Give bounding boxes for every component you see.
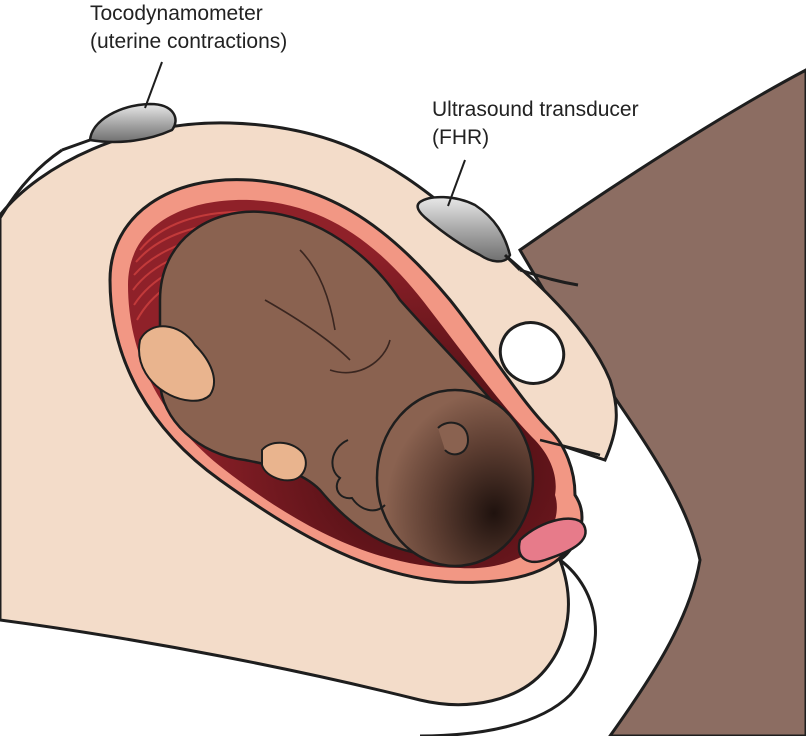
toco-cable [0, 148, 63, 219]
ultrasound-label-line2: (FHR) [432, 126, 490, 149]
ultrasound-transducer-device [416, 159, 579, 287]
fetus-head [375, 388, 535, 568]
cervix [517, 517, 587, 564]
us-cable [519, 268, 579, 287]
lower-fold [419, 558, 597, 736]
fetus-face [331, 439, 386, 512]
fetus-limb-lines [264, 249, 391, 374]
back-thigh [518, 68, 806, 736]
tocodynamometer-label: Tocodynamometer (uterine contractions) [90, 0, 287, 56]
tocodynamometer-label-line1: Tocodynamometer [90, 2, 263, 25]
ultrasound-label-line1: Ultrasound transducer [432, 98, 639, 121]
bladder [498, 321, 566, 385]
ultrasound-transducer-label: Ultrasound transducer (FHR) [432, 96, 639, 152]
toco-leader-line [144, 61, 163, 109]
tocodynamometer-device [0, 61, 177, 219]
fetus-hand [261, 441, 307, 482]
tocodynamometer-label-line2: (uterine contractions) [90, 30, 288, 53]
fetus-ear [437, 421, 470, 456]
vaginal-canal [539, 438, 601, 457]
us-leader-line [447, 159, 466, 207]
fetus-foot [138, 325, 215, 402]
